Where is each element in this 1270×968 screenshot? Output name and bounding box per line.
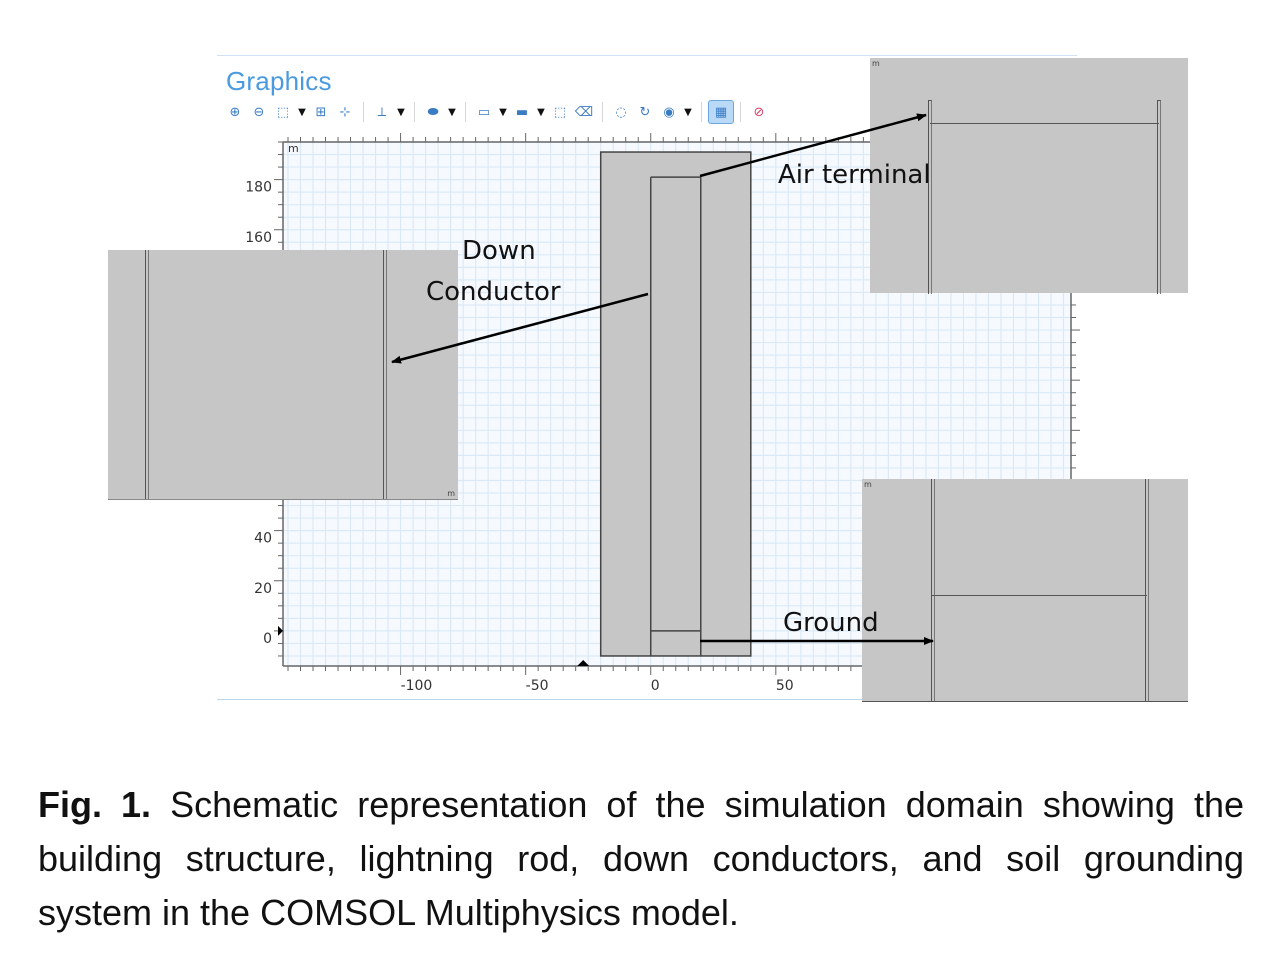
inset-ground-line xyxy=(932,595,1147,596)
y-tick-label: 0 xyxy=(263,631,272,647)
box-select-icon[interactable]: ⬚ xyxy=(553,104,567,120)
select-domain-icon[interactable]: ▭ xyxy=(477,104,491,120)
inset-axis xyxy=(108,499,458,500)
toolbar-separator xyxy=(465,102,466,122)
toolbar-separator xyxy=(740,102,741,122)
toolbar-separator xyxy=(414,102,415,122)
zoom-extents-icon[interactable]: ⊞ xyxy=(315,104,327,120)
x-tick-label: 50 xyxy=(776,678,794,694)
clear-selection-icon[interactable]: ⌫ xyxy=(574,104,594,120)
y-tick-label: 40 xyxy=(254,531,272,547)
x-tick-label: -50 xyxy=(526,678,549,694)
x-origin-marker xyxy=(577,660,590,666)
label-conductor: Conductor xyxy=(426,277,561,307)
x-tick-label: 0 xyxy=(651,678,660,694)
inset-conductor-edge-left xyxy=(145,250,149,500)
dropdown-arrow-icon[interactable]: ▼ xyxy=(298,106,306,118)
inset-rod-left xyxy=(928,100,932,294)
y-tick-label: 20 xyxy=(254,581,272,597)
render-mode-icon[interactable]: ⬬ xyxy=(427,104,439,120)
inset-ground: m xyxy=(862,479,1188,702)
zoom-in-icon[interactable]: ⊕ xyxy=(229,104,241,120)
delete-selection-icon[interactable]: ⊘ xyxy=(753,104,765,120)
figure-caption: Fig. 1. Schematic representation of the … xyxy=(38,778,1244,940)
inset-ground-bottom xyxy=(862,701,1188,702)
panel-title: Graphics xyxy=(226,66,332,96)
inset-unit-label: m xyxy=(447,489,455,498)
label-down: Down xyxy=(462,236,536,266)
toolbar-separator xyxy=(602,102,603,122)
dropdown-arrow-icon[interactable]: ▼ xyxy=(397,106,405,118)
inset-rod-right xyxy=(1157,100,1161,294)
building-outer-domain xyxy=(599,151,752,657)
inset-ground-edge-right xyxy=(1145,479,1149,702)
toolbar-separator xyxy=(363,102,364,122)
caption-label: Fig. 1. xyxy=(38,784,152,825)
inset-unit-label: m xyxy=(864,480,872,489)
view-icon[interactable]: ◉ xyxy=(663,104,675,120)
label-ground: Ground xyxy=(783,608,879,638)
y-origin-marker xyxy=(278,625,283,636)
zoom-out-icon[interactable]: ⊖ xyxy=(253,104,265,120)
axes-icon[interactable]: ⟂ xyxy=(377,104,387,120)
dropdown-arrow-icon[interactable]: ▼ xyxy=(499,106,507,118)
y-tick-label: 180 xyxy=(245,180,272,196)
inset-roof-line xyxy=(930,123,1159,124)
inset-conductor-edge-right xyxy=(383,250,387,500)
reset-hiding-icon[interactable]: ↻ xyxy=(639,104,651,120)
inset-down-conductor: m xyxy=(108,250,458,500)
zoom-fit-icon[interactable]: ⊹ xyxy=(339,104,351,120)
inset-ground-edge-left xyxy=(931,479,935,702)
hide-icon[interactable]: ◌ xyxy=(615,104,627,120)
y-tick-label: 160 xyxy=(245,230,272,246)
caption-text: Schematic representation of the simulati… xyxy=(38,784,1244,933)
zoom-box-icon[interactable]: ⬚ xyxy=(276,104,290,120)
toolbar-separator xyxy=(701,102,702,122)
inset-unit-label: m xyxy=(872,59,880,68)
dropdown-arrow-icon[interactable]: ▼ xyxy=(448,106,456,118)
dropdown-arrow-icon[interactable]: ▼ xyxy=(537,106,545,118)
select-boundary-icon[interactable]: ▬ xyxy=(515,104,529,120)
x-tick-label: -100 xyxy=(401,678,433,694)
dropdown-arrow-icon[interactable]: ▼ xyxy=(684,106,692,118)
label-air-terminal: Air terminal xyxy=(778,160,931,190)
unit-label: m xyxy=(288,142,299,155)
